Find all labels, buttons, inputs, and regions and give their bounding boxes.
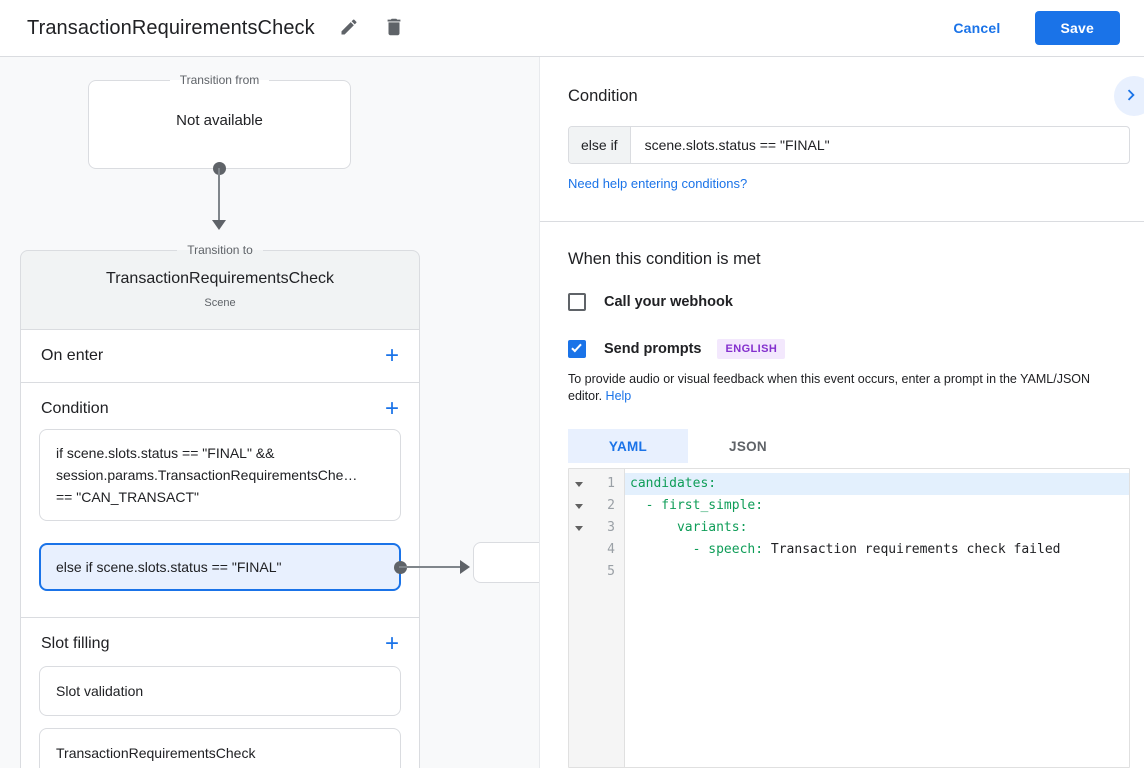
add-condition-button[interactable]: + bbox=[385, 397, 399, 421]
description-text: To provide audio or visual feedback when… bbox=[568, 372, 1091, 403]
trash-icon bbox=[383, 16, 405, 41]
top-bar-left: TransactionRequirementsCheck bbox=[27, 16, 405, 41]
scene-flow-canvas: Transition from Not available Transition… bbox=[0, 57, 540, 768]
scene-type-label: Scene bbox=[204, 297, 236, 309]
connector-right-arrowhead-icon bbox=[460, 560, 470, 574]
transition-to-legend: Transition to bbox=[187, 243, 253, 257]
checkmark-icon bbox=[571, 341, 582, 353]
webhook-checkbox[interactable] bbox=[568, 293, 586, 311]
fold-arrow-icon[interactable] bbox=[569, 482, 589, 487]
add-on-enter-button[interactable]: + bbox=[385, 344, 399, 368]
slot-filling-section: Slot filling + Slot validation Transacti… bbox=[21, 618, 419, 768]
editor-gutter: 5 bbox=[569, 561, 625, 583]
top-bar: TransactionRequirementsCheck Cancel Save bbox=[0, 0, 1144, 57]
on-enter-label: On enter bbox=[41, 347, 104, 364]
editor-tabs: YAML JSON bbox=[568, 429, 1130, 463]
editor-gutter: 2 bbox=[569, 495, 625, 517]
send-prompts-checkbox[interactable] bbox=[568, 340, 586, 358]
editor-gutter: 3 bbox=[569, 517, 625, 539]
tab-yaml[interactable]: YAML bbox=[568, 429, 688, 463]
delete-scene-button[interactable] bbox=[383, 16, 405, 41]
code-line: 2 - first_simple: bbox=[569, 495, 1129, 517]
save-button[interactable]: Save bbox=[1034, 11, 1120, 45]
collapse-panel-button[interactable] bbox=[1114, 76, 1144, 116]
fold-arrow-icon[interactable] bbox=[569, 504, 589, 509]
line-number: 3 bbox=[607, 520, 615, 535]
add-slot-button[interactable]: + bbox=[385, 632, 399, 656]
connector-vertical-line bbox=[218, 168, 220, 221]
prompt-description: To provide audio or visual feedback when… bbox=[568, 371, 1116, 405]
code-line: 4 - speech: Transaction requirements che… bbox=[569, 539, 1129, 561]
conditions-help-link[interactable]: Need help entering conditions? bbox=[568, 176, 748, 191]
language-badge: ENGLISH bbox=[717, 339, 786, 359]
slot-filling-label: Slot filling bbox=[41, 635, 110, 652]
transition-from-legend: Transition from bbox=[179, 73, 260, 87]
connector-horizontal-line bbox=[399, 566, 463, 568]
code-text: - first_simple: bbox=[630, 498, 764, 513]
condition-expression-input[interactable]: scene.slots.status == "FINAL" bbox=[644, 137, 830, 153]
webhook-option-row: Call your webhook bbox=[568, 293, 1130, 311]
panel-title: Condition bbox=[568, 87, 638, 105]
edit-scene-button[interactable] bbox=[339, 17, 359, 40]
pencil-icon bbox=[339, 17, 359, 40]
scene-card: Transition to TransactionRequirementsChe… bbox=[20, 243, 470, 768]
transition-from-value: Not available bbox=[176, 111, 263, 129]
transition-from-box: Transition from Not available bbox=[88, 73, 351, 169]
code-text: variants: bbox=[630, 520, 748, 535]
webhook-label: Call your webhook bbox=[604, 294, 733, 310]
condition-editor-section: Condition else if scene.slots.status == … bbox=[540, 57, 1144, 221]
send-prompts-option-row: Send prompts ENGLISH bbox=[568, 339, 1130, 359]
condition-handler-section: When this condition is met Call your web… bbox=[540, 222, 1144, 768]
line-number: 4 bbox=[607, 542, 615, 557]
condition-section-label: Condition bbox=[41, 400, 109, 417]
condition-section: Condition + if scene.slots.status == "FI… bbox=[21, 383, 470, 618]
plus-icon: + bbox=[384, 395, 399, 422]
section-divider bbox=[540, 221, 1144, 222]
yaml-code-editor[interactable]: 1 candidates: 2 - first_simple: bbox=[568, 468, 1130, 768]
code-text: - speech: Transaction requirements check… bbox=[630, 542, 1061, 557]
condition-item[interactable]: if scene.slots.status == "FINAL" && sess… bbox=[39, 429, 401, 521]
main-content: Transition from Not available Transition… bbox=[0, 57, 1144, 768]
connector-down-arrowhead-icon bbox=[212, 220, 226, 230]
slot-filling-section-header: Slot filling + bbox=[21, 618, 419, 656]
line-number: 5 bbox=[607, 564, 615, 579]
condition-section-header: Condition + bbox=[21, 383, 419, 421]
condition-item-selected[interactable]: else if scene.slots.status == "FINAL" bbox=[39, 543, 470, 591]
plus-icon: + bbox=[384, 630, 399, 657]
line-number: 1 bbox=[607, 476, 615, 491]
transition-target-box[interactable] bbox=[473, 542, 539, 583]
help-link[interactable]: Help bbox=[605, 389, 632, 403]
page-title: TransactionRequirementsCheck bbox=[27, 16, 315, 39]
tab-json[interactable]: JSON bbox=[729, 438, 767, 454]
when-met-heading: When this condition is met bbox=[568, 250, 761, 268]
condition-item-text: else if scene.slots.status == "FINAL" bbox=[56, 559, 282, 575]
condition-detail-panel: Condition else if scene.slots.status == … bbox=[540, 57, 1144, 768]
slot-handler-item[interactable]: TransactionRequirementsCheck bbox=[39, 728, 401, 768]
scene-card-header: TransactionRequirementsCheck Scene bbox=[21, 257, 419, 330]
code-line: 1 candidates: bbox=[569, 473, 1129, 495]
editor-gutter: 4 bbox=[569, 539, 625, 561]
plus-icon: + bbox=[384, 342, 399, 369]
code-line: 3 variants: bbox=[569, 517, 1129, 539]
editor-gutter: 1 bbox=[569, 473, 625, 495]
line-number: 2 bbox=[607, 498, 615, 513]
code-text bbox=[625, 561, 1129, 583]
on-enter-section: On enter + bbox=[21, 330, 419, 383]
code-text: candidates: bbox=[625, 473, 1129, 495]
chevron-right-icon bbox=[1120, 84, 1142, 109]
condition-prefix-label: else if bbox=[569, 127, 631, 163]
send-prompts-label: Send prompts bbox=[604, 341, 702, 357]
condition-expression-field: else if scene.slots.status == "FINAL" bbox=[568, 126, 1130, 164]
fold-arrow-icon[interactable] bbox=[569, 526, 589, 531]
slot-handler-item[interactable]: Slot validation bbox=[39, 666, 401, 716]
top-bar-actions: Cancel Save bbox=[953, 11, 1120, 45]
code-line: 5 bbox=[569, 561, 1129, 583]
cancel-button[interactable]: Cancel bbox=[953, 20, 1001, 36]
scene-name: TransactionRequirementsCheck bbox=[106, 270, 334, 287]
